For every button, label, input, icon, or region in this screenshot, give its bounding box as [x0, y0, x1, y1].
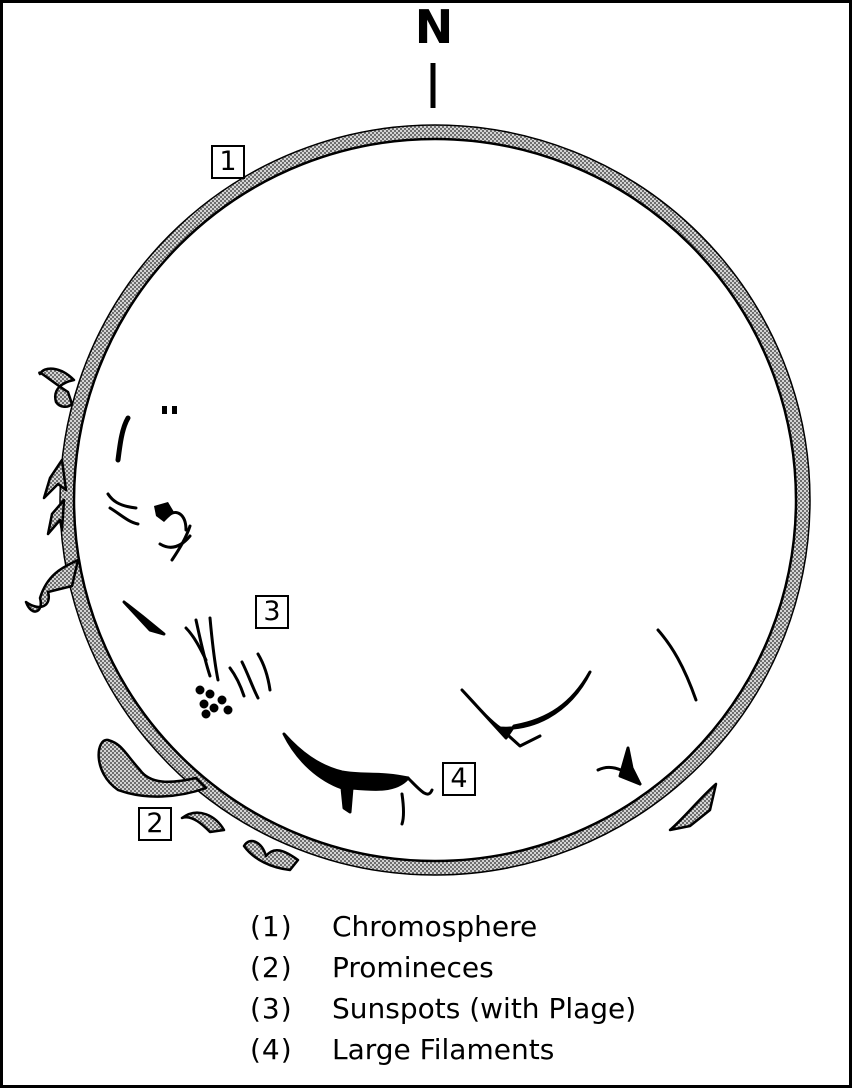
legend-item: (1) Chromosphere — [250, 906, 810, 947]
legend: (1) Chromosphere (2) Promineces (3) Suns… — [250, 906, 810, 1070]
callout-3: 3 — [255, 595, 289, 629]
legend-number: (1) — [250, 910, 332, 943]
legend-label: Chromosphere — [332, 910, 537, 943]
solar-disk — [74, 139, 796, 861]
callout-4: 4 — [442, 762, 476, 796]
legend-number: (4) — [250, 1033, 332, 1066]
legend-item: (4) Large Filaments — [250, 1029, 810, 1070]
callout-1: 1 — [211, 145, 245, 179]
north-label: N — [412, 4, 456, 50]
callout-2: 2 — [138, 807, 172, 841]
legend-label: Sunspots (with Plage) — [332, 992, 636, 1025]
legend-number: (2) — [250, 951, 332, 984]
legend-label: Promineces — [332, 951, 494, 984]
legend-item: (2) Promineces — [250, 947, 810, 988]
legend-item: (3) Sunspots (with Plage) — [250, 988, 810, 1029]
legend-number: (3) — [250, 992, 332, 1025]
legend-label: Large Filaments — [332, 1033, 554, 1066]
